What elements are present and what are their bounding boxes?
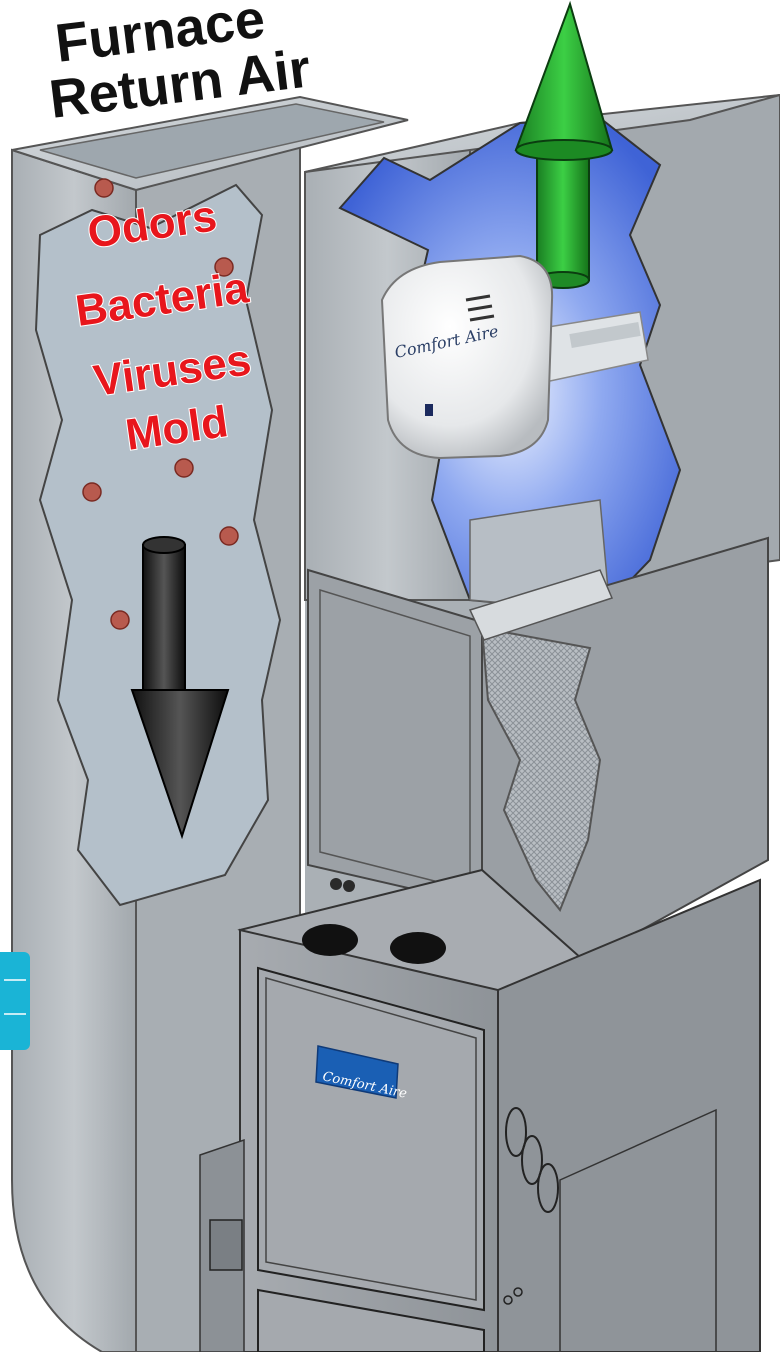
germ-icon: [175, 459, 193, 477]
germ-icon: [95, 179, 113, 197]
germ-icon: [111, 611, 129, 629]
bolt: [343, 880, 355, 892]
germ-icon: [220, 527, 238, 545]
service-panel: [210, 1220, 242, 1270]
bolt: [330, 878, 342, 890]
germ-icon: [83, 483, 101, 501]
uv-indicator-light: [425, 404, 433, 416]
furnace: Comfort Aire: [200, 870, 760, 1352]
side-badge: [0, 952, 30, 1050]
